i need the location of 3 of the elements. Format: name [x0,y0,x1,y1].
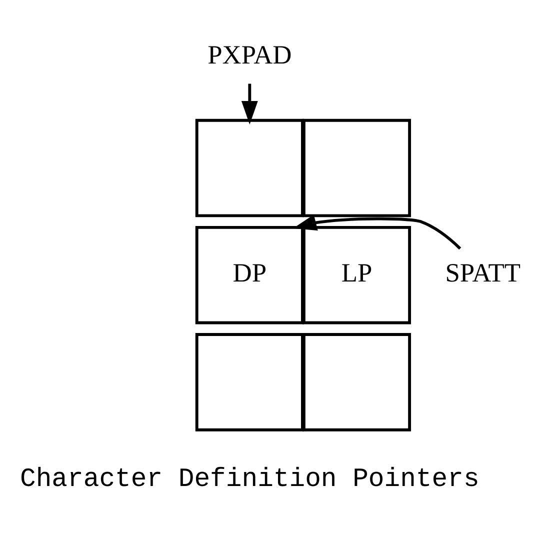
node-text: SPATT [445,258,521,288]
label: Character Definition Pointers [20,464,480,494]
node-text: PXPAD [208,40,292,70]
